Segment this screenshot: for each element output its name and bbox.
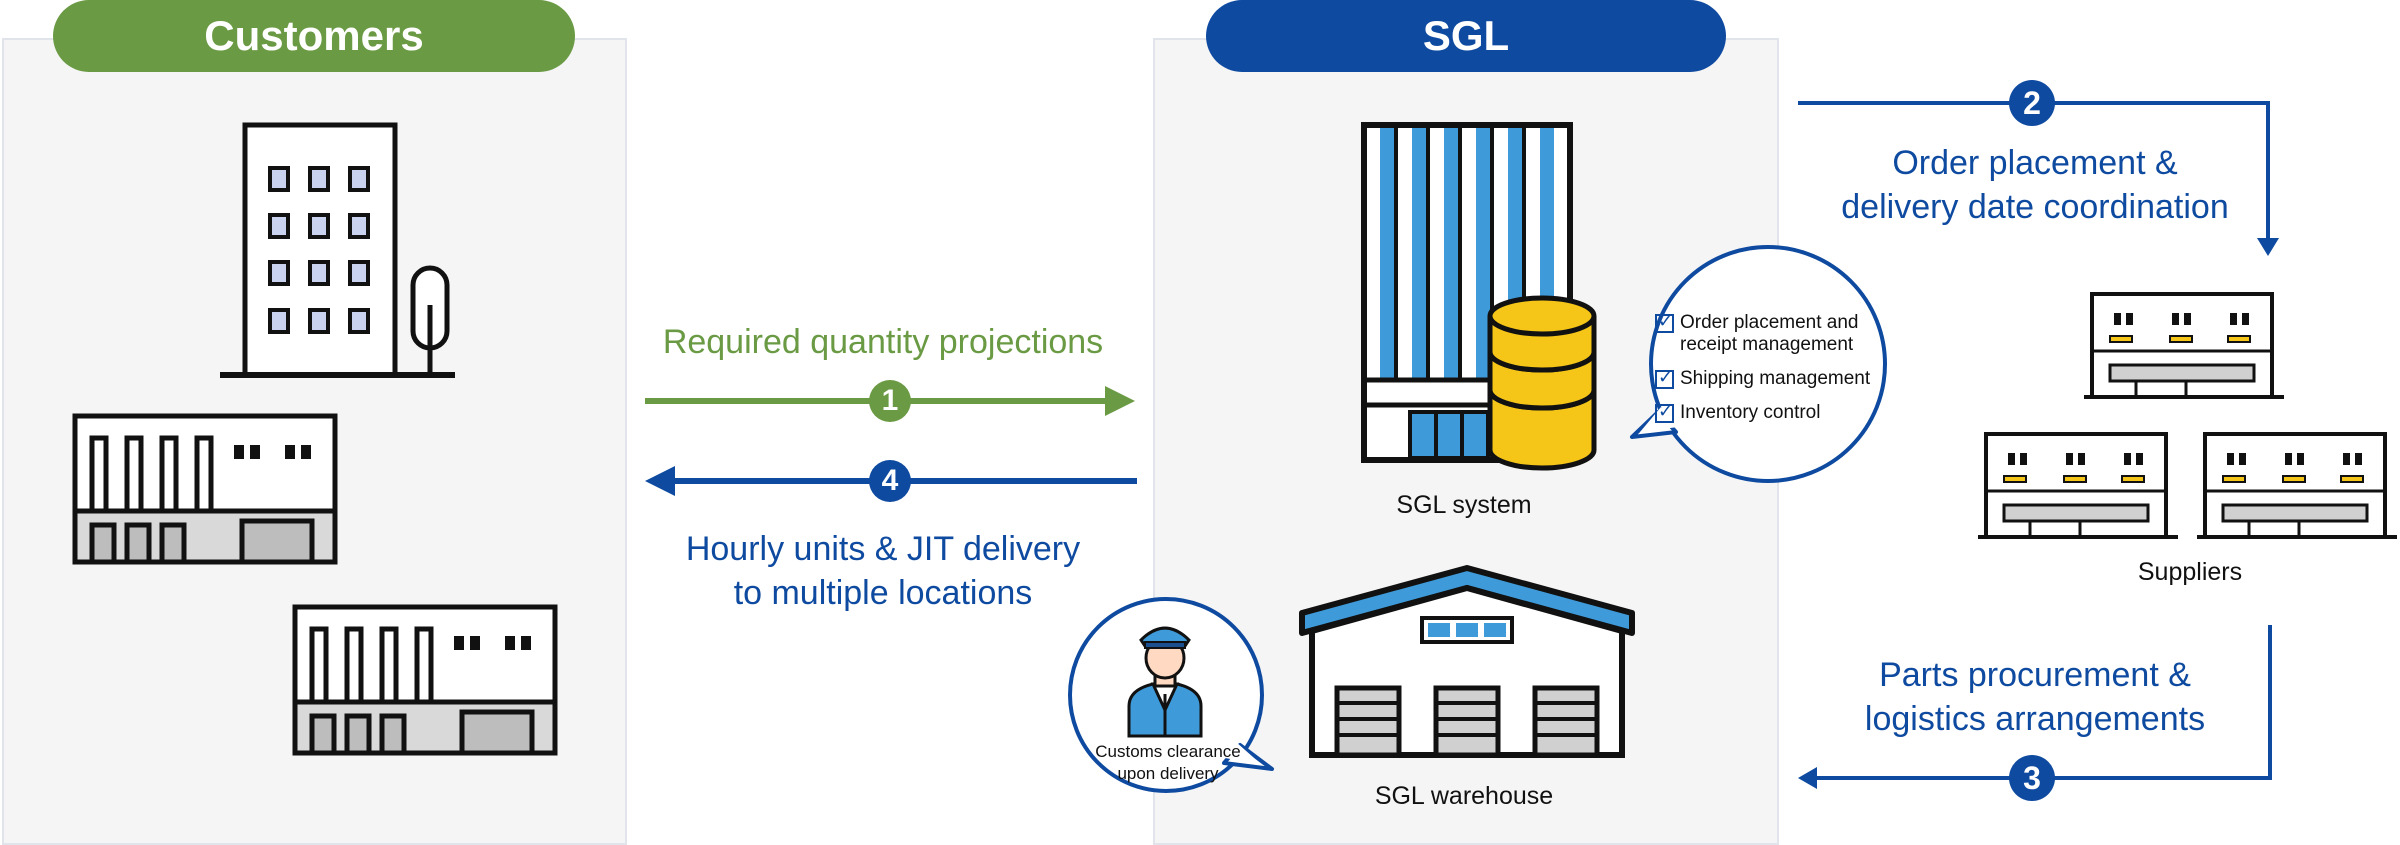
sgl-warehouse-label: SGL warehouse — [1374, 782, 1554, 810]
flow-1-label: Required quantity projections — [662, 323, 1104, 361]
flow-2-number: 2 — [2023, 85, 2041, 121]
customs-note: Customs clearance upon delivery — [1095, 742, 1241, 783]
office-building-icon — [220, 122, 455, 378]
sgl-system-label: SGL system — [1396, 491, 1532, 519]
flow-2-arrow — [1798, 80, 2279, 256]
feature-item: Inventory control — [1655, 400, 1885, 424]
suppliers-label: Suppliers — [2137, 558, 2243, 586]
flow-4-label-line1: Hourly units & JIT delivery — [685, 530, 1081, 568]
flow-2-label-line2: delivery date coordination — [1841, 188, 2229, 226]
supplier-factory-icon — [2197, 432, 2397, 539]
flow-4-number: 4 — [881, 464, 899, 497]
warehouse-icon — [1299, 565, 1635, 758]
checkbox-icon — [1655, 310, 1674, 333]
feature-item-label: Shipping management — [1680, 368, 1871, 389]
supplier-factory-icon — [1978, 432, 2178, 539]
flow-1-arrow — [645, 380, 1135, 422]
flow-3-label-line1: Parts procurement & — [1879, 656, 2191, 694]
customs-officer-icon — [1127, 626, 1203, 738]
factory-icon — [292, 604, 558, 756]
flow-2-label-line1: Order placement & — [1892, 144, 2178, 182]
feature-item-label: Order placement and receipt management — [1680, 312, 1859, 355]
feature-item-label: Inventory control — [1680, 402, 1821, 423]
factory-icon — [72, 413, 338, 565]
checkbox-icon — [1655, 400, 1674, 423]
feature-list: Order placement and receipt management S… — [1655, 310, 1885, 436]
feature-item: Order placement and receipt management — [1655, 310, 1885, 356]
flow-1-number: 1 — [881, 384, 899, 417]
supplier-factory-icon — [2084, 292, 2284, 399]
flow-4-arrow — [645, 460, 1137, 502]
server-tower-icon — [1361, 122, 1597, 471]
flow-3-label-line2: logistics arrangements — [1864, 700, 2206, 738]
customers-title: Customers — [53, 0, 575, 72]
feature-item: Shipping management — [1655, 366, 1885, 390]
sgl-title: SGL — [1206, 0, 1726, 72]
checkbox-icon — [1655, 366, 1674, 389]
feature-speech-bubble — [1630, 245, 1887, 483]
flow-4-label-line2: to multiple locations — [733, 574, 1033, 612]
flow-3-number: 3 — [2023, 760, 2041, 796]
flow-3-arrow — [1798, 625, 2272, 801]
